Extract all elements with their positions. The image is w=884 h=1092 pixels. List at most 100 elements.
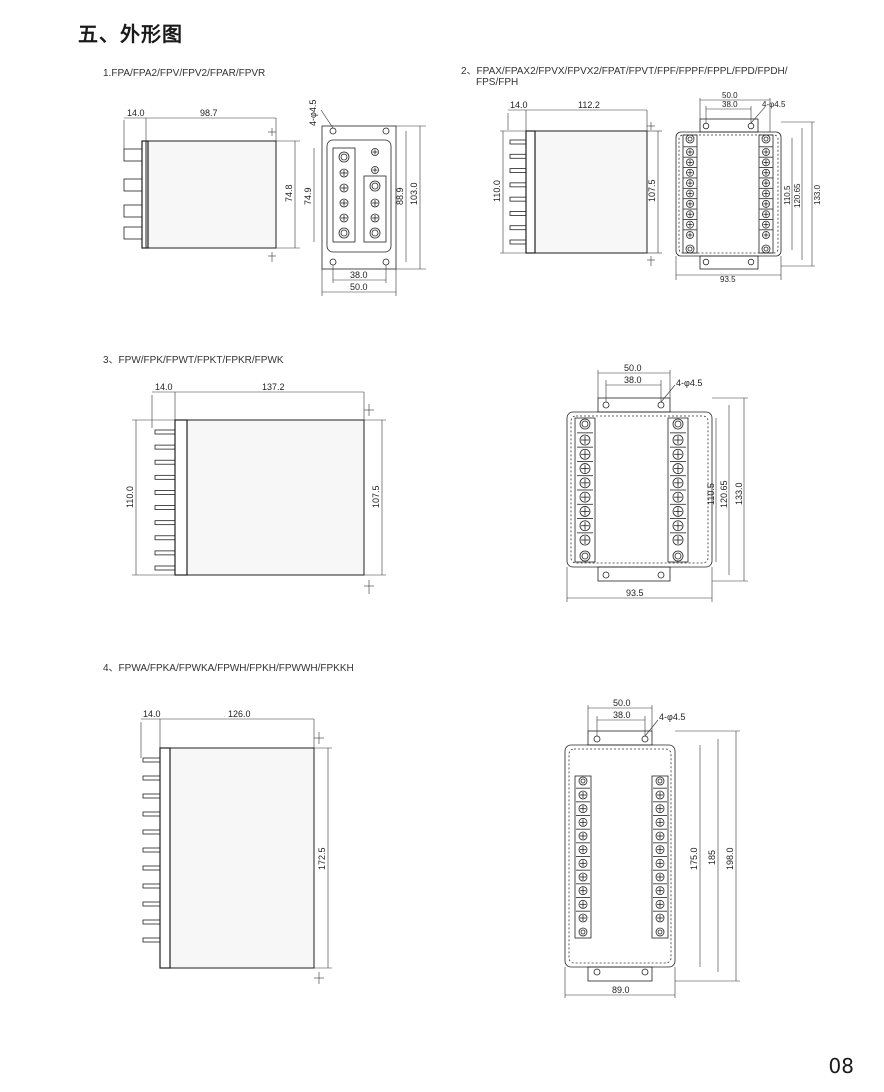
mount-ring-inner: [674, 420, 682, 428]
terminal-screw-icon: [672, 520, 684, 532]
terminal-pin: [142, 937, 161, 943]
terminal-screw-icon: [578, 845, 588, 855]
page-title: 五、外形图: [78, 22, 183, 46]
terminal-screw-icon: [579, 534, 591, 546]
mount-ring-inner: [657, 929, 663, 935]
caption-3: 3、FPW/FPK/FPWT/FPKT/FPKR/FPWK: [103, 355, 284, 366]
mount-ring-inner: [581, 420, 589, 428]
dim-2-d1: 14.0: [510, 100, 528, 110]
drawing-4-front-dims: [564, 705, 740, 998]
terminal-pin: [154, 490, 176, 495]
terminal-pin: [509, 168, 527, 173]
terminal-screw-icon: [579, 506, 591, 517]
terminal-pin: [142, 829, 161, 835]
terminal-screw-icon: [339, 183, 349, 193]
terminal-screw-icon: [578, 913, 588, 923]
dim-2-h2: 107.5: [647, 179, 657, 202]
terminal-screw-icon: [686, 189, 694, 198]
dim-4-h3: 198.0: [725, 847, 735, 870]
dim-4-h: 172.5: [317, 847, 327, 870]
mount-ring-inner: [581, 552, 589, 560]
terminal-pin: [154, 535, 176, 541]
terminal-screw-icon: [655, 790, 665, 800]
drawing-2-side-view: [500, 109, 662, 266]
terminal-screw-icon: [655, 886, 665, 896]
terminal-pin: [509, 196, 527, 202]
mount-ring-icon: [578, 927, 588, 937]
terminal-screw-icon: [578, 831, 588, 841]
terminal-screw-icon: [762, 220, 770, 229]
terminal-screw-icon: [672, 463, 684, 474]
terminal-pin: [142, 757, 161, 763]
terminal-screw-icon: [686, 148, 694, 156]
terminal-screw-icon: [672, 477, 684, 489]
terminal-screw-icon: [686, 231, 694, 239]
terminal-pin: [142, 883, 161, 889]
drawing-2-front-dims: [675, 98, 815, 280]
drawing-4-side-view: [140, 718, 332, 984]
dim-3-h2: 120.65: [719, 480, 729, 508]
terminal-screw-icon: [578, 872, 588, 882]
terminal-pin: [154, 459, 176, 465]
drawing-1-side-view: [123, 117, 300, 262]
drawing-3-front-view: [566, 397, 713, 582]
terminal-pin: [509, 153, 527, 159]
mount-ring-icon: [369, 180, 381, 192]
dim-2-w2: 38.0: [722, 100, 738, 109]
terminal-screw-icon: [655, 804, 665, 814]
drawing-3-side-view: [132, 391, 386, 594]
terminal-pin: [154, 474, 176, 480]
terminal-screw-icon: [578, 858, 588, 868]
terminal-screw-icon: [686, 158, 694, 167]
terminal-screw-icon: [370, 198, 380, 208]
terminal-screw-icon: [371, 166, 379, 174]
terminal-screw-icon: [655, 872, 665, 882]
terminal-pin: [154, 429, 176, 435]
dim-3-hole: 4-φ4.5: [676, 378, 702, 388]
terminal-screw-icon: [579, 520, 591, 532]
mount-ring-icon: [369, 227, 381, 239]
dim-2-h3: 133.0: [813, 184, 822, 205]
terminal-screw-icon: [762, 168, 770, 177]
terminal-screw-icon: [655, 899, 665, 909]
terminal-screw-icon: [686, 179, 694, 188]
terminal-screw-icon: [655, 858, 665, 868]
caption-4: 4、FPWA/FPKA/FPWKA/FPWH/FPKH/FPWWH/FPKKH: [103, 663, 354, 674]
mount-ring-inner: [580, 778, 586, 784]
terminal-screw-icon: [686, 199, 694, 208]
mount-ring-inner: [687, 246, 693, 252]
mount-ring-icon: [579, 550, 591, 562]
dim-4-w3: 89.0: [612, 985, 630, 995]
mount-ring-inner: [657, 778, 663, 784]
mount-ring-icon: [338, 151, 350, 163]
drawing-4-terminals: [576, 776, 667, 937]
terminal-screw-icon: [762, 210, 770, 219]
terminal-screw-icon: [655, 831, 665, 841]
mount-ring-inner: [340, 229, 348, 237]
terminal-screw-icon: [578, 817, 588, 827]
terminal-pin: [509, 225, 527, 231]
dim-1-h2: 88.9: [395, 187, 405, 205]
terminal-screw-icon: [579, 477, 591, 489]
dim-1-d2: 98.7: [200, 108, 218, 118]
mount-ring-icon: [685, 244, 695, 254]
dim-4-d2: 126.0: [228, 709, 251, 719]
terminal-screw-icon: [762, 148, 770, 156]
mount-ring-icon: [338, 227, 350, 239]
terminal-screw-icon: [339, 168, 349, 178]
terminal-screw-icon: [762, 179, 770, 188]
terminal-screw-icon: [339, 213, 349, 223]
terminal-pin: [142, 847, 161, 853]
drawing-1-front-view: [321, 125, 397, 270]
dim-3-h3: 133.0: [734, 482, 744, 505]
terminal-screw-icon: [655, 845, 665, 855]
dim-3-h2: 107.5: [371, 485, 381, 508]
terminal-pin: [142, 775, 161, 781]
drawing-4-side-pins: [142, 757, 161, 943]
terminal-pin: [509, 182, 527, 188]
dim-1-h1: 74.9: [303, 187, 313, 205]
terminal-pin: [154, 505, 176, 510]
terminal-pin: [142, 901, 161, 907]
dim-3-w2: 38.0: [624, 375, 642, 385]
mount-ring-icon: [672, 418, 684, 430]
